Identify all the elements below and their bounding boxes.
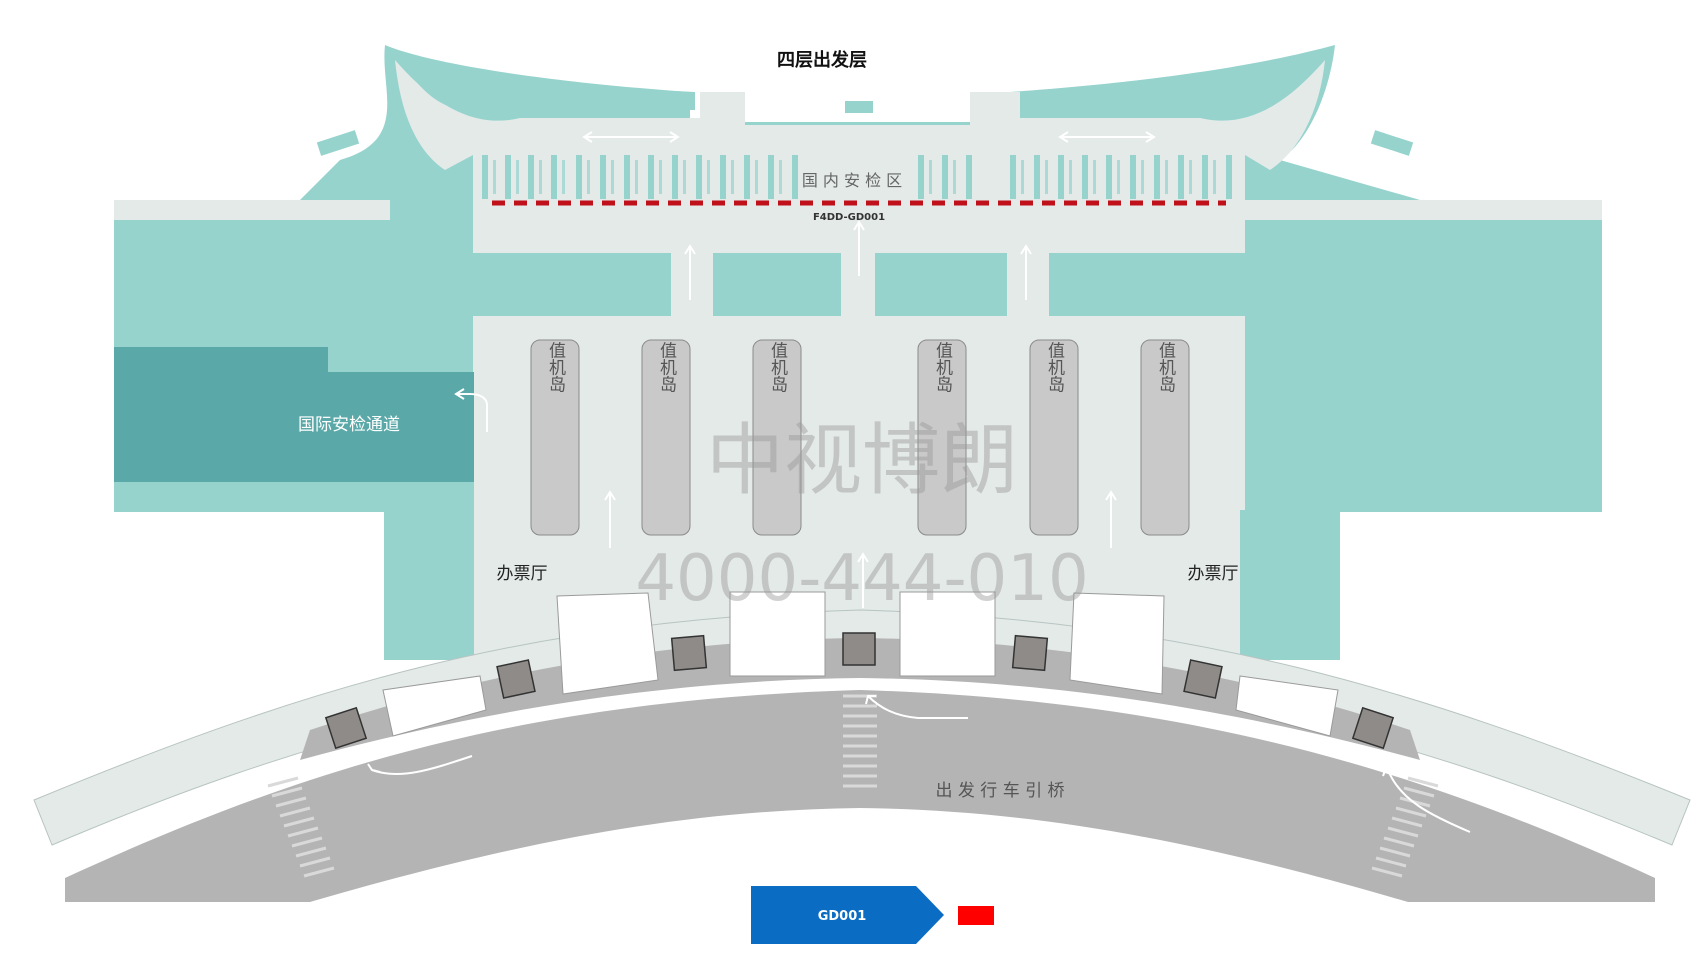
checkin-islands <box>530 339 1190 536</box>
roof-insert-right <box>1025 60 1318 110</box>
teal-block-1 <box>473 253 671 316</box>
road-arrow-left <box>371 755 473 776</box>
left-column <box>384 510 474 660</box>
left-ornament <box>316 130 360 156</box>
security-lanes <box>482 155 1232 199</box>
kerb-hall-6 <box>1235 675 1339 737</box>
crosswalk-center <box>843 694 877 788</box>
pillar <box>1351 706 1395 750</box>
road <box>65 690 1655 902</box>
roof-insert-left <box>400 60 695 110</box>
teal-block-2 <box>713 253 841 316</box>
checkin-island-label: 值机岛 <box>932 341 953 393</box>
watermark-phone: 4000-444-010 <box>635 542 1088 616</box>
ad-code-label: F4DD-GD001 <box>813 212 885 223</box>
watermark-name: 中视博朗 <box>706 416 1018 506</box>
pillar <box>496 659 536 699</box>
checkin-island <box>917 339 967 536</box>
pillar <box>1183 659 1223 699</box>
checkin-island-label: 值机岛 <box>1044 341 1065 393</box>
pillar <box>670 634 708 672</box>
pillar <box>842 632 876 666</box>
roof-center-block <box>845 101 873 113</box>
kerb-hall-4 <box>899 591 996 677</box>
checkin-island-labels: 值机岛 值机岛 值机岛 值机岛 值机岛 值机岛 <box>545 341 1176 393</box>
left-wing-bottom <box>114 482 474 512</box>
bridge-label: 出 发 行 车 引 桥 <box>935 781 1064 801</box>
intl-security-zone <box>114 347 474 482</box>
crosswalk-left <box>267 776 335 878</box>
checkin-island <box>641 339 691 536</box>
checkin-island <box>530 339 580 536</box>
kerb-hall-1 <box>382 675 487 737</box>
pillar <box>1011 634 1049 672</box>
checkin-island <box>752 339 802 536</box>
right-column <box>1240 510 1340 660</box>
road-arrow-right <box>1387 769 1471 833</box>
security-lanes-thin <box>493 160 1216 194</box>
floor-title: 四层出发层 <box>777 49 867 71</box>
teal-block-3 <box>875 253 1007 316</box>
road-arrow-center <box>867 695 968 719</box>
checkin-island-label: 值机岛 <box>656 341 677 393</box>
domestic-security-label: 国 内 安 检 区 <box>802 171 902 190</box>
kerb-hall-5 <box>1069 592 1165 695</box>
crosswalk-right <box>1371 776 1439 878</box>
checkin-island-label: 值机岛 <box>767 341 788 393</box>
right-ornament <box>1370 130 1414 156</box>
right-wing <box>1240 220 1602 512</box>
pillar <box>324 706 368 750</box>
ticket-hall-right-label: 办票厅 <box>1188 564 1239 584</box>
kerb-hall-3 <box>729 591 826 677</box>
teal-block-4 <box>1049 253 1245 316</box>
checkin-island-label: 值机岛 <box>545 341 566 393</box>
legend-marker <box>958 906 994 925</box>
kerb-hall-2 <box>556 592 659 695</box>
departure-bridge <box>33 591 1691 902</box>
ticket-hall-left-label: 办票厅 <box>497 564 548 584</box>
checkin-island <box>1140 339 1190 536</box>
flow-arrows <box>454 131 1156 608</box>
legend-tag <box>751 886 944 944</box>
checkin-island <box>1029 339 1079 536</box>
checkin-island-label: 值机岛 <box>1155 341 1176 393</box>
intl-security-label: 国际安检通道 <box>298 415 400 435</box>
legend-tag-label: GD001 <box>818 909 867 924</box>
